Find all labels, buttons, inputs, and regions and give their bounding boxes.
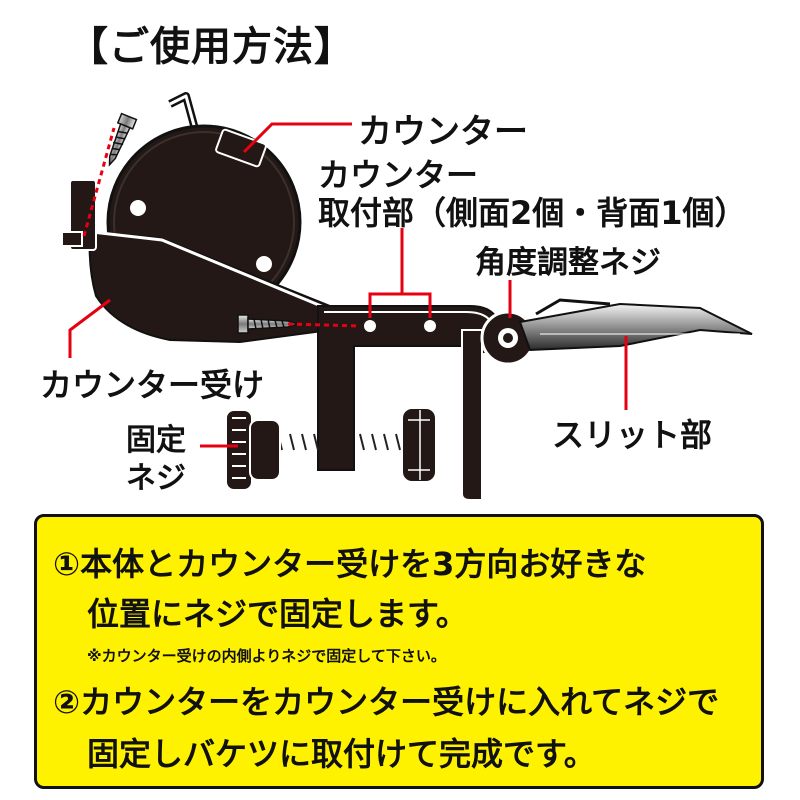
fixing-screw-assembly bbox=[225, 407, 437, 491]
label-fix-screw-line1: 固定 bbox=[126, 423, 186, 458]
label-fix-screw-line2: ネジ bbox=[126, 461, 186, 496]
label-slit: スリット部 bbox=[552, 416, 713, 454]
label-counter: カウンター bbox=[358, 112, 528, 152]
page-title: 【ご使用方法】 bbox=[68, 24, 355, 70]
label-counter-mount-line1: カウンター bbox=[318, 156, 479, 194]
product-diagram bbox=[61, 92, 753, 501]
label-counter-mount-line2: 取付部（側面2個・背面1個） bbox=[318, 194, 747, 232]
leader-receiver bbox=[68, 298, 111, 358]
instruction-step2-line2: 固定しバケツに取付けて完成です。 bbox=[87, 735, 596, 773]
label-counter-receiver: カウンター受け bbox=[40, 366, 265, 404]
instruction-step1-line1: ①本体とカウンター受けを3方向お好きな bbox=[53, 545, 647, 583]
leader-mount-bracket bbox=[368, 292, 432, 318]
dashed-guide bbox=[287, 322, 361, 328]
wood-screw-icon bbox=[237, 314, 301, 334]
leader-lines bbox=[68, 122, 628, 448]
instruction-step1-line2: 位置にネジで固定します。 bbox=[87, 595, 468, 633]
wood-screw-icon bbox=[108, 112, 138, 167]
label-angle-screw: 角度調整ネジ bbox=[475, 245, 661, 281]
clamp-frame bbox=[317, 305, 501, 501]
instruction-panel: ①本体とカウンター受けを3方向お好きな 位置にネジで固定します。 ※カウンター受… bbox=[34, 514, 764, 789]
instruction-note: ※カウンター受けの内側よりネジで固定して下さい。 bbox=[87, 647, 446, 665]
counter-receiver bbox=[61, 179, 331, 344]
instruction-step2-line1: ②カウンターをカウンター受けに入れてネジで bbox=[53, 683, 720, 721]
dashed-guide bbox=[82, 127, 116, 237]
slit-blade bbox=[518, 298, 753, 352]
leader-counter bbox=[242, 122, 352, 154]
